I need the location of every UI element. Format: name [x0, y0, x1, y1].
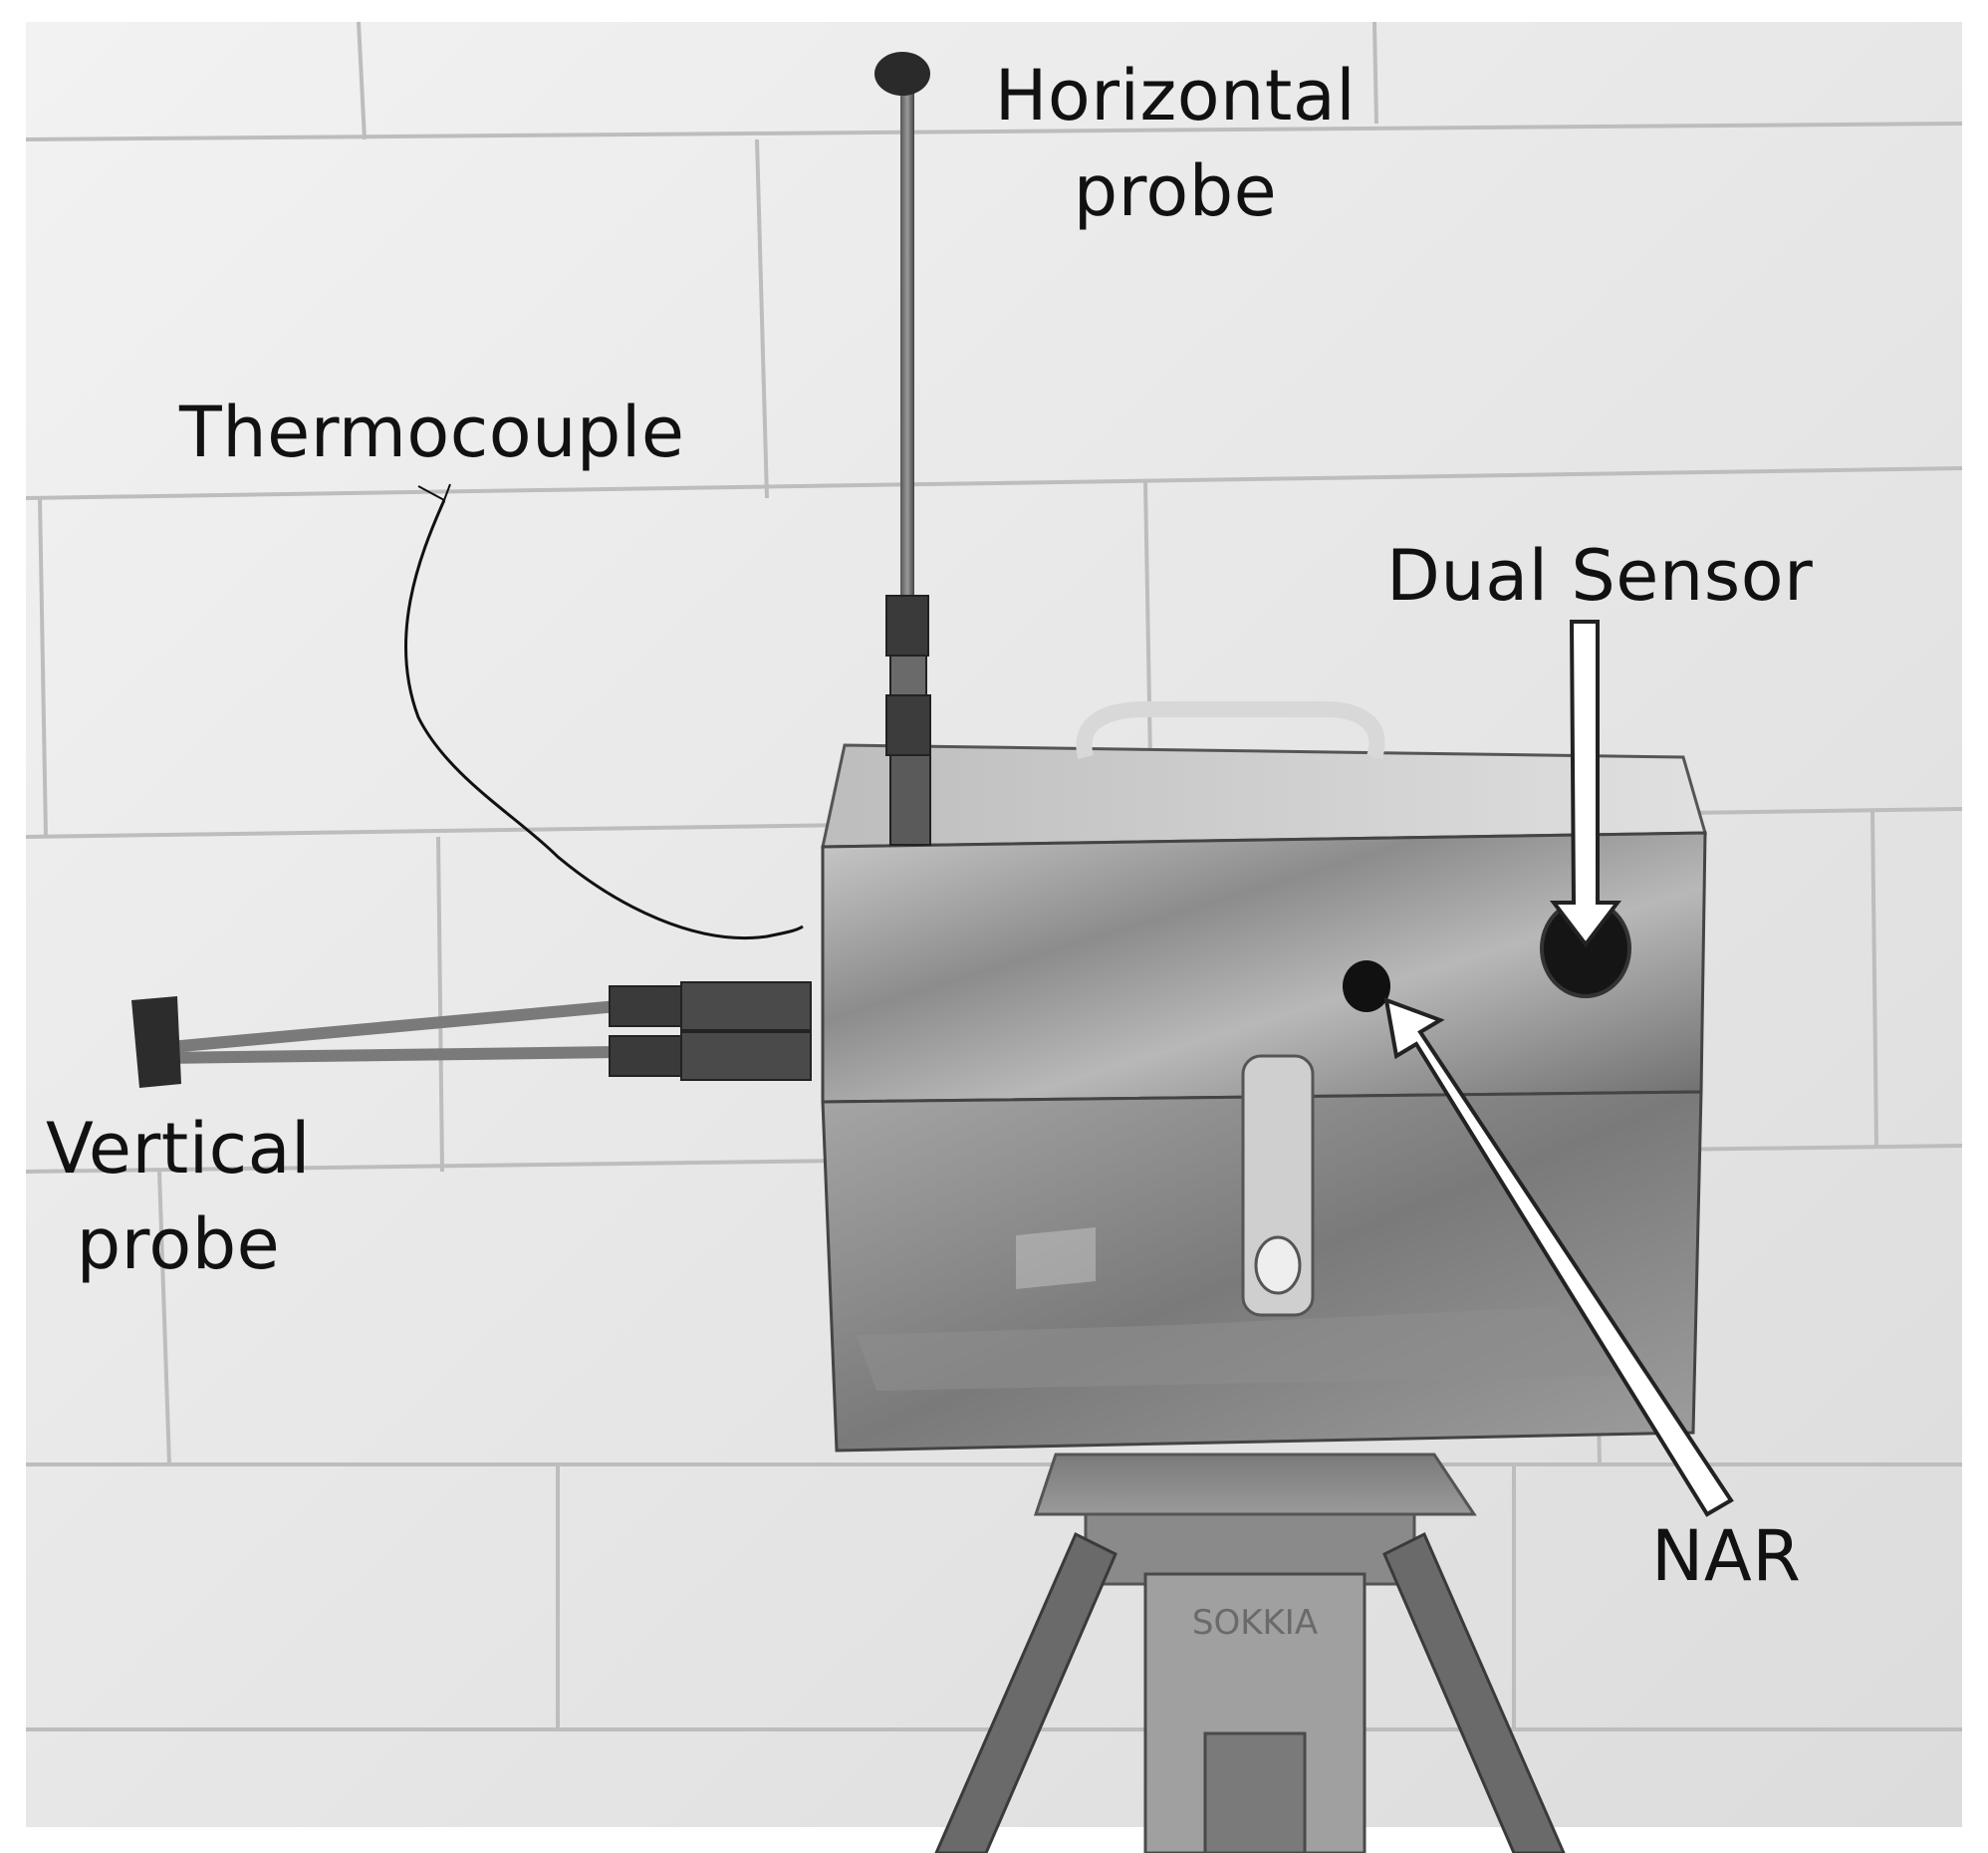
tripod: SOKKIA [934, 1453, 1566, 1853]
tripod-brand: SOKKIA [1192, 1603, 1318, 1643]
nar-label: NAR [1651, 1515, 1802, 1597]
nar-sensor-hole [1343, 960, 1390, 1012]
vertical-probe [131, 981, 812, 1088]
vertical-probe-label: Vertical probe [44, 1101, 313, 1292]
thermocouple-wire [404, 499, 804, 939]
vertical-probe-label-line1: Vertical [45, 1108, 312, 1190]
thermocouple-label: Thermocouple [179, 392, 685, 473]
horizontal-probe-label-line1: Horizontal [994, 55, 1357, 136]
vertical-probe-label-line2: probe [76, 1203, 281, 1285]
metal-box [821, 701, 1707, 1453]
horizontal-probe-label: Horizontal probe [986, 48, 1365, 239]
horizontal-probe [874, 52, 931, 846]
nar-arrow [1383, 996, 1734, 1517]
dual-sensor-label: Dual Sensor [1386, 535, 1814, 617]
dual-sensor-arrow [1549, 620, 1622, 948]
horizontal-probe-label-line2: probe [1073, 150, 1278, 232]
